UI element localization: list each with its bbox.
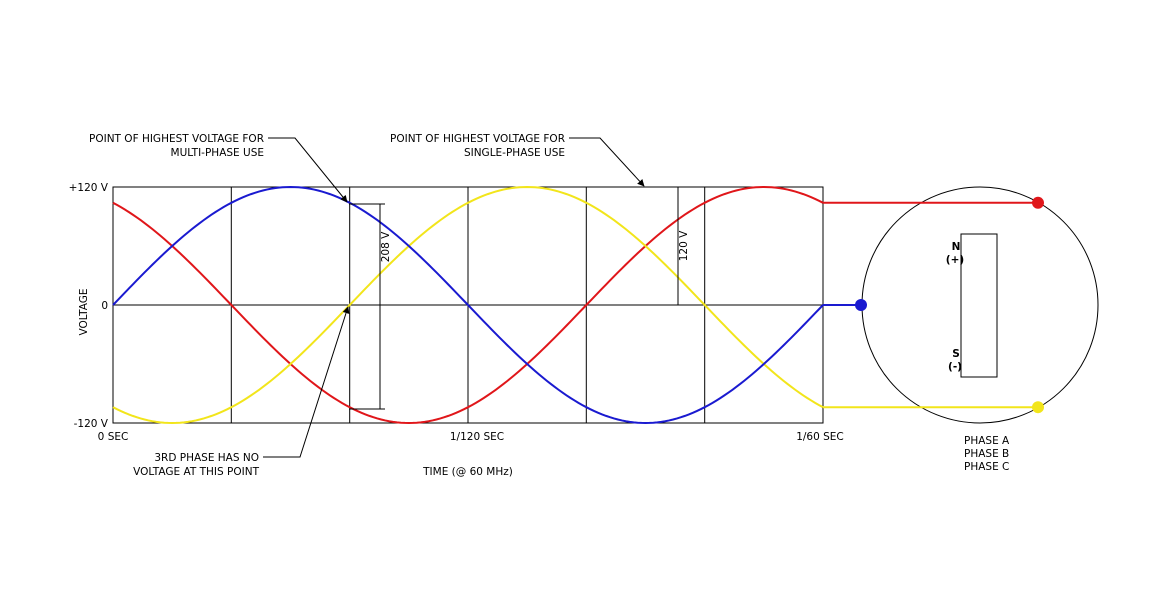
annotation-third-phase-line2: VOLTAGE AT THIS POINT	[133, 466, 259, 478]
series-phase-c-curve	[112, 185, 824, 425]
magnet-north-sign: (+)	[946, 254, 964, 266]
dim-208-label: 208 V	[380, 231, 392, 262]
annotation-single-phase-line2: SINGLE-PHASE USE	[464, 147, 565, 159]
legend-phase-a: PHASE A	[964, 435, 1010, 447]
x-tick-mid: 1/120 SEC	[450, 431, 504, 443]
dim-120-label: 120 V	[678, 230, 690, 261]
generator-housing	[861, 186, 1099, 424]
annotation-single-phase-line1: POINT OF HIGHEST VOLTAGE FOR	[390, 133, 565, 145]
y-axis-label: VOLTAGE	[78, 288, 90, 335]
annotation-third-phase-leader	[263, 306, 350, 458]
terminal-phase-c	[855, 299, 867, 311]
generator	[861, 186, 1099, 424]
terminal-phase-b	[1032, 401, 1044, 414]
x-tick-start: 0 SEC	[98, 431, 129, 443]
generator-magnet	[960, 233, 998, 378]
magnet-south-label: S	[952, 348, 960, 360]
y-tick-top: +120 V	[69, 182, 109, 194]
y-tick-zero: 0	[101, 300, 108, 312]
legend-phase-b: PHASE B	[964, 448, 1009, 460]
dimension-120v	[646, 186, 684, 306]
annotation-third-phase-line1: 3RD PHASE HAS NO	[154, 452, 259, 464]
series-layer	[112, 185, 824, 425]
annotation-multi-phase-line2: MULTI-PHASE USE	[171, 147, 264, 159]
magnet-south-sign: (-)	[948, 361, 962, 373]
y-tick-bottom: -120 V	[74, 418, 109, 430]
magnet-north-label: N	[952, 241, 961, 253]
dimension-208v	[349, 203, 385, 410]
lead-layer	[823, 196, 1044, 414]
series-phase-b-curve	[112, 185, 824, 425]
x-tick-end: 1/60 SEC	[796, 431, 844, 443]
annotation-single-phase-leader	[569, 137, 645, 187]
terminal-phase-a	[1032, 196, 1044, 209]
annotation-multi-phase-leader	[268, 137, 348, 203]
annotation-multi-phase-line1: POINT OF HIGHEST VOLTAGE FOR	[89, 133, 264, 145]
x-axis-label: TIME (@ 60 MHz)	[422, 466, 513, 478]
legend-phase-c: PHASE C	[964, 461, 1009, 473]
series-phase-a-curve	[112, 185, 824, 425]
